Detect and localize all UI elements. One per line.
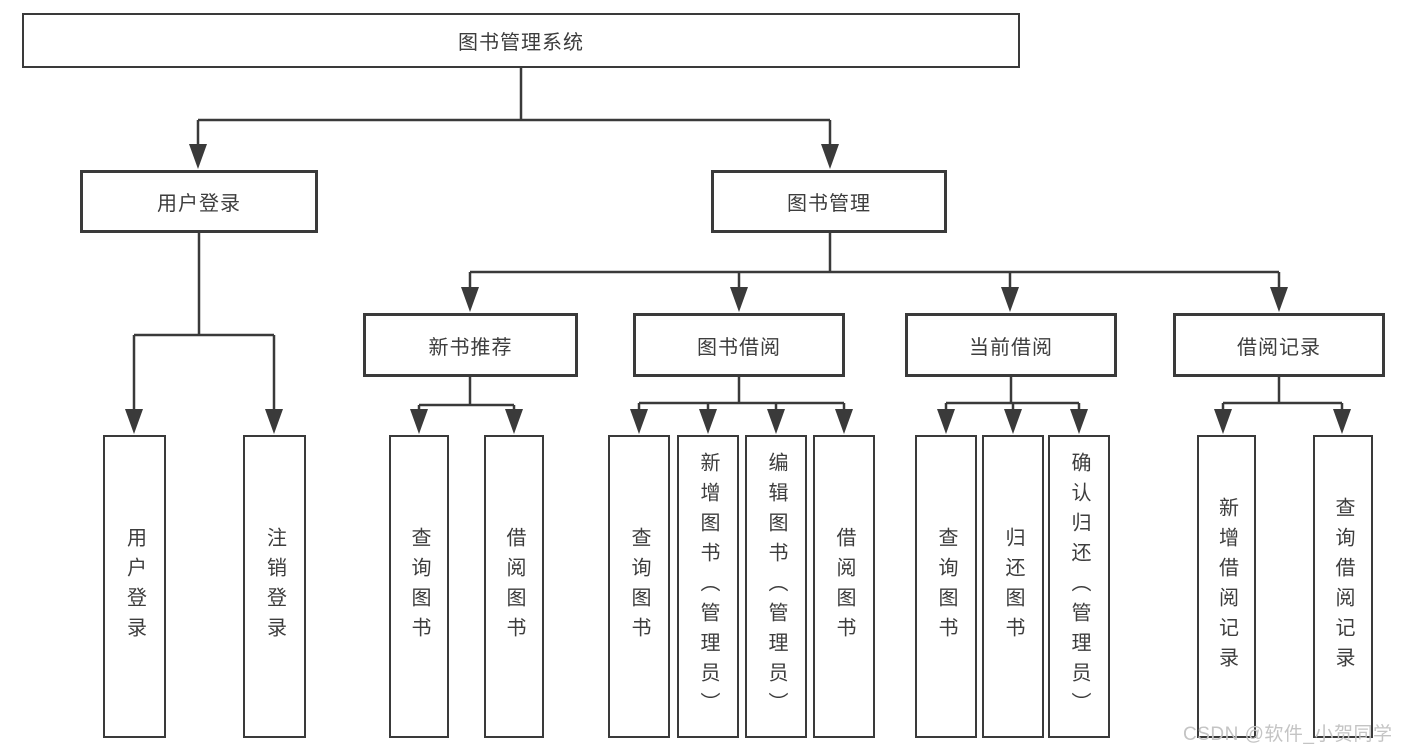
node-library-management-system: 图书管理系统 bbox=[22, 13, 1020, 68]
node-borrowing-records: 借阅记录 bbox=[1173, 313, 1385, 377]
node-user-login: 用户登录 bbox=[80, 170, 318, 233]
leaf-add-books-admin: 新增图书（管理员） bbox=[677, 435, 739, 738]
leaf-query-books-borrowing: 查询图书 bbox=[608, 435, 670, 738]
leaf-query-borrow-record: 查询借阅记录 bbox=[1313, 435, 1373, 738]
node-book-management: 图书管理 bbox=[711, 170, 947, 233]
leaf-borrow-books: 借阅图书 bbox=[813, 435, 875, 738]
leaf-borrow-books-recommend: 借阅图书 bbox=[484, 435, 544, 738]
watermark: CSDN @软件_小贺同学 bbox=[1183, 724, 1393, 745]
leaf-return-books: 归还图书 bbox=[982, 435, 1044, 738]
leaf-edit-books-admin: 编辑图书（管理员） bbox=[745, 435, 807, 738]
leaf-logout: 注销登录 bbox=[243, 435, 306, 738]
leaf-query-books-current: 查询图书 bbox=[915, 435, 977, 738]
leaf-user-login: 用户登录 bbox=[103, 435, 166, 738]
leaf-add-borrow-record: 新增借阅记录 bbox=[1197, 435, 1256, 738]
node-current-borrowing: 当前借阅 bbox=[905, 313, 1117, 377]
node-new-book-recommend: 新书推荐 bbox=[363, 313, 578, 377]
leaf-confirm-return-admin: 确认归还（管理员） bbox=[1048, 435, 1110, 738]
node-book-borrowing: 图书借阅 bbox=[633, 313, 845, 377]
leaf-query-books-recommend: 查询图书 bbox=[389, 435, 449, 738]
